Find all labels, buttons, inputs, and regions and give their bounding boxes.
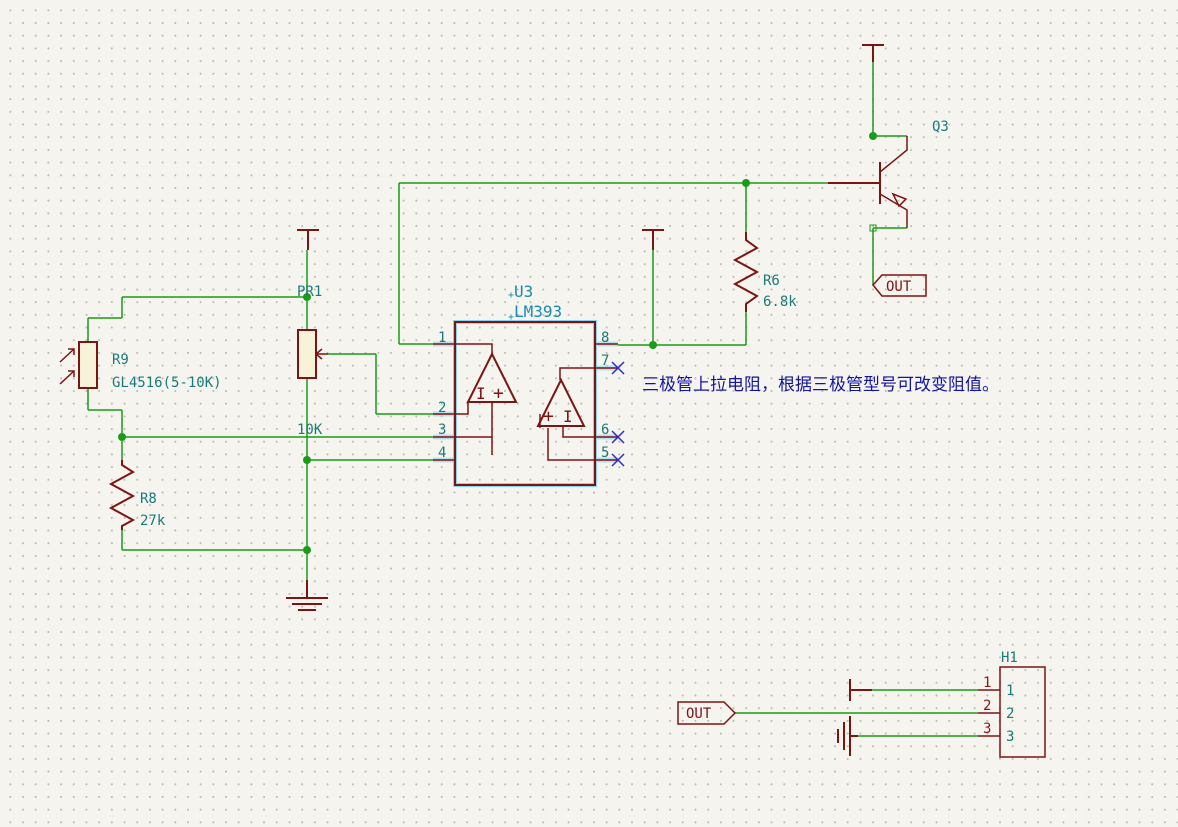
u3-pin-7: 7 [601, 353, 609, 369]
out-label-bottom-text: OUT [686, 706, 712, 722]
h1-pin-name-3: 3 [1006, 729, 1014, 745]
r8-reference: R8 [140, 491, 157, 507]
out-label-bottom[interactable]: OUT [677, 701, 737, 725]
u3-pin-8: 8 [601, 330, 609, 346]
pr1-value: 10K [297, 422, 323, 438]
out-label-top-text: OUT [886, 279, 912, 295]
u3-pin-3: 3 [438, 422, 446, 438]
comparator-a-minus: I [476, 384, 486, 403]
h1-reference: H1 [1001, 650, 1018, 666]
u3-pin-2: 2 [438, 400, 446, 416]
power-flag-icon[interactable] [642, 229, 664, 250]
potentiometer-icon[interactable] [297, 329, 328, 379]
h1-pin-number-3: 3 [983, 721, 991, 737]
h1-connector[interactable] [978, 666, 1046, 758]
u3-reference: U3 [514, 282, 533, 301]
ground-icon[interactable] [286, 580, 328, 611]
r6-reference: R6 [763, 273, 780, 289]
lm393-ic[interactable]: I + + I [433, 320, 618, 487]
u3-anchor-mark: + [508, 312, 514, 323]
r8-value: 27k [140, 513, 166, 529]
comparator-b-minus: I [563, 407, 573, 426]
comparator-a-plus: + [493, 383, 504, 404]
h1-pin-name-1: 1 [1006, 683, 1014, 699]
r6-value: 6.8k [763, 294, 797, 310]
junction-dots [118, 132, 877, 554]
r9-reference: R9 [112, 352, 129, 368]
design-note[interactable]: 三极管上拉电阻，根据三极管型号可改变阻值。 [642, 375, 999, 395]
out-label-top[interactable]: OUT [872, 274, 927, 297]
u3-pin-5: 5 [601, 445, 609, 461]
u3-pin-4: 4 [438, 445, 446, 461]
npn-transistor-icon[interactable] [828, 132, 908, 232]
u3-anchor-mark: + [508, 290, 514, 301]
h1-pin-number-2: 2 [983, 698, 991, 714]
no-connect-icon[interactable] [611, 430, 625, 444]
resistor-r8-symbol[interactable] [108, 460, 136, 530]
wires[interactable] [87, 62, 978, 737]
u3-pin-6: 6 [601, 422, 609, 438]
r9-value: GL4516(5-10K) [112, 375, 222, 391]
power-flag-icon[interactable] [297, 229, 319, 250]
no-connect-icon[interactable] [611, 453, 625, 467]
u3-pin-1: 1 [438, 330, 446, 346]
h1-pin-number-1: 1 [983, 675, 991, 691]
h1-pin-name-2: 2 [1006, 706, 1014, 722]
power-flag-icon[interactable] [862, 44, 884, 62]
comparator-b-plus: + [543, 406, 554, 427]
no-connect-icon[interactable] [611, 361, 625, 375]
power-flag-icon[interactable] [849, 679, 872, 701]
ground-icon[interactable] [837, 716, 858, 756]
u3-value: LM393 [514, 302, 562, 321]
pr1-reference: PR1 [297, 284, 322, 300]
resistor-r6-symbol[interactable] [732, 232, 760, 312]
photoresistor-icon[interactable] [59, 341, 98, 389]
q3-reference: Q3 [932, 119, 949, 135]
